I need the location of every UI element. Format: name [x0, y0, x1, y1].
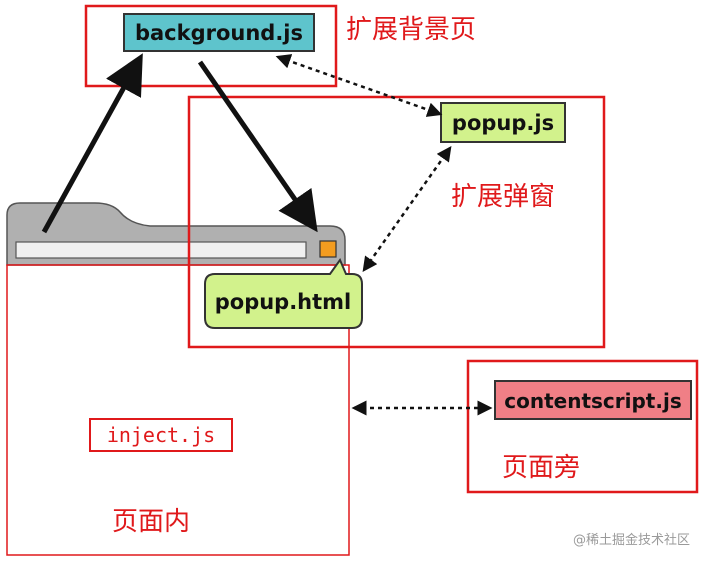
popup-js-label: popup.js	[452, 111, 554, 135]
content-region-label: 页面旁	[502, 453, 580, 483]
popup-html-bubble: popup.html	[204, 257, 363, 329]
popup-js-chip: popup.js	[440, 102, 566, 143]
content-region-frame	[466, 359, 699, 494]
dotted-arrow-popup-js-popup-html	[362, 145, 452, 273]
popup-html-label: popup.html	[215, 290, 352, 314]
background-region-label: 扩展背景页	[346, 15, 476, 45]
address-bar	[15, 241, 307, 259]
popup-region-label: 扩展弹窗	[451, 182, 555, 212]
page-frame	[6, 264, 350, 556]
arrow-browser-to-background	[41, 53, 143, 234]
watermark-text: @稀土掘金技术社区	[573, 532, 690, 548]
inject-js-box: inject.js	[89, 418, 233, 452]
background-js-label: background.js	[135, 21, 303, 45]
contentscript-js-chip: contentscript.js	[494, 380, 692, 420]
browser-window-icon	[6, 202, 346, 266]
extension-button	[319, 240, 337, 258]
page-region-label: 页面内	[112, 507, 190, 537]
background-js-chip: background.js	[123, 13, 315, 52]
inject-js-label: inject.js	[107, 423, 215, 447]
background-region-frame	[84, 4, 338, 88]
arrow-background-to-popup-html	[197, 60, 318, 233]
contentscript-js-label: contentscript.js	[504, 389, 681, 413]
